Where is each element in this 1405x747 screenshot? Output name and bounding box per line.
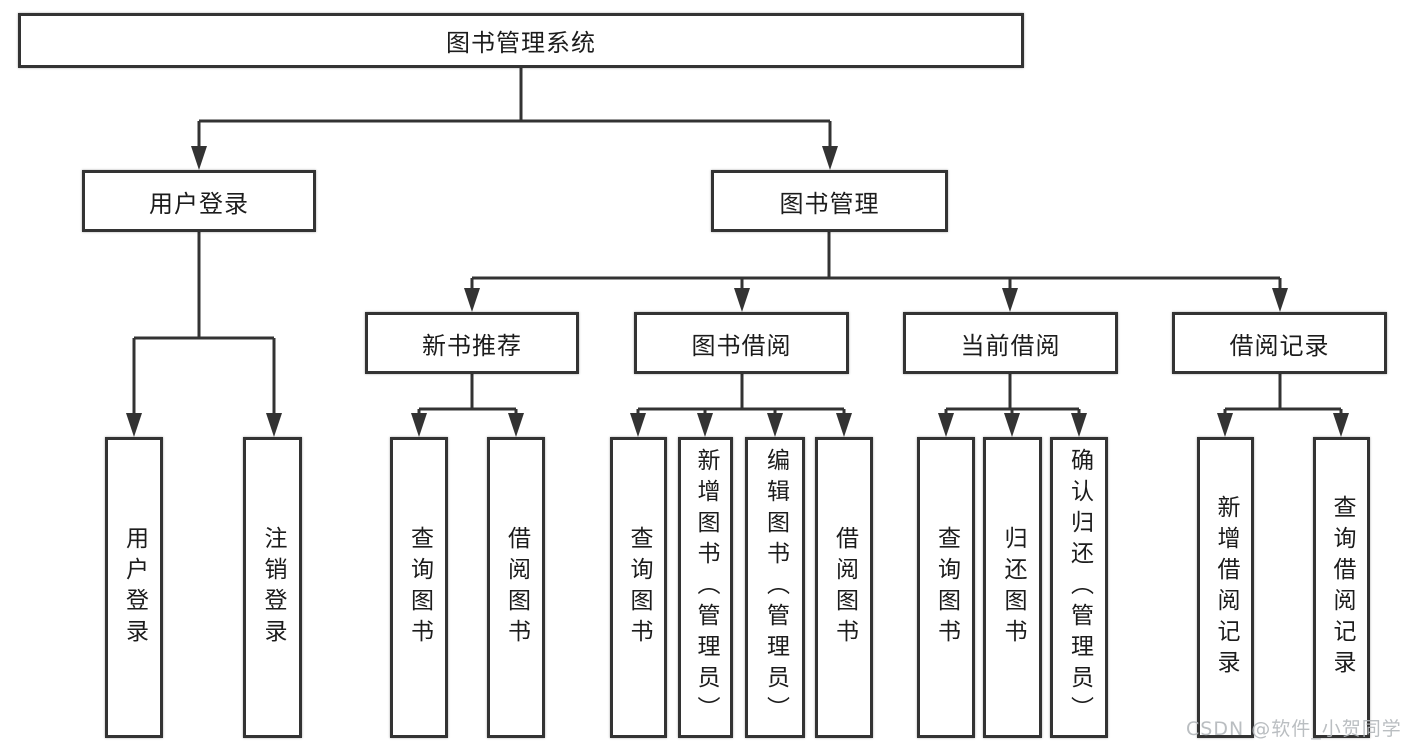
node-label: 归还图书 [1000, 525, 1026, 650]
node-label: 确认归还（管理员） [1066, 448, 1093, 727]
leaf-borrow-book: 借阅图书 [815, 437, 873, 738]
node-label: 查询图书 [933, 525, 960, 650]
node-label: 用户登录 [149, 189, 249, 218]
leaf-query-book-current: 查询图书 [917, 437, 975, 738]
leaf-return-book: 归还图书 [983, 437, 1042, 738]
node-label: 当前借阅 [960, 331, 1061, 360]
leaf-confirm-return-admin: 确认归还（管理员） [1050, 437, 1108, 738]
node-book-management: 图书管理 [711, 170, 948, 232]
node-label: 借阅图书 [503, 525, 530, 650]
node-label: 图书借阅 [691, 331, 792, 360]
leaf-borrow-book-recommend: 借阅图书 [487, 437, 545, 738]
node-book-borrow: 图书借阅 [634, 312, 849, 374]
leaf-edit-book-admin: 编辑图书（管理员） [745, 437, 805, 738]
node-label: 注销登录 [260, 525, 286, 650]
node-label: 编辑图书（管理员） [762, 448, 789, 727]
leaf-user-login: 用户登录 [105, 437, 163, 738]
arrowheads [126, 146, 1349, 437]
node-label: 新增借阅记录 [1213, 494, 1239, 681]
node-root: 图书管理系统 [18, 13, 1024, 68]
leaf-add-borrow-record: 新增借阅记录 [1197, 437, 1254, 738]
node-label: 新书推荐 [422, 331, 522, 360]
node-label: 用户登录 [121, 525, 148, 650]
node-user-login: 用户登录 [82, 170, 316, 232]
node-borrow-records: 借阅记录 [1172, 312, 1387, 374]
node-label: 借阅图书 [831, 525, 858, 650]
leaf-query-borrow-record: 查询借阅记录 [1313, 437, 1370, 738]
node-label: 图书管理 [779, 189, 880, 218]
node-current-borrow: 当前借阅 [903, 312, 1118, 374]
node-new-book-recommend: 新书推荐 [365, 312, 579, 374]
node-label: 查询借阅记录 [1329, 494, 1355, 681]
node-label: 查询图书 [406, 525, 433, 650]
leaf-add-book-admin: 新增图书（管理员） [678, 437, 733, 738]
leaf-logout-login: 注销登录 [243, 437, 302, 738]
leaf-query-book-borrow: 查询图书 [610, 437, 667, 738]
node-label: 图书管理系统 [446, 29, 596, 57]
node-label: 借阅记录 [1229, 331, 1330, 360]
node-label: 新增图书（管理员） [693, 448, 719, 727]
csdn-watermark: CSDN @软件_小贺同学 [1186, 718, 1402, 740]
node-label: 查询图书 [626, 525, 652, 650]
leaf-query-book-recommend: 查询图书 [390, 437, 448, 738]
